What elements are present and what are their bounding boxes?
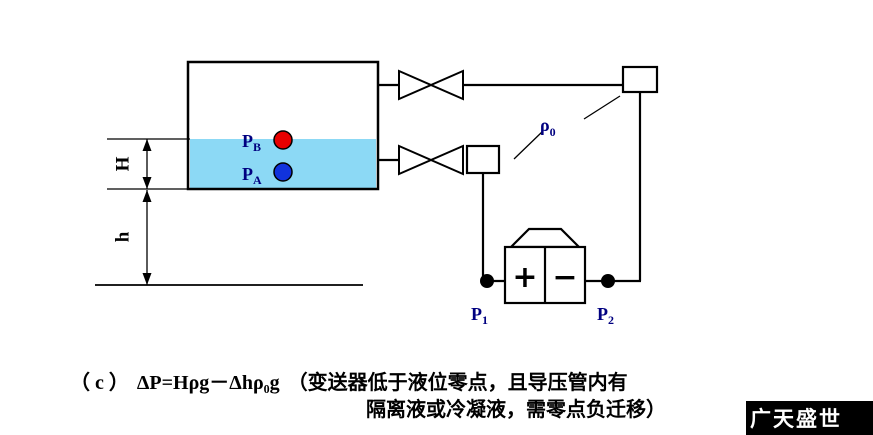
dim-H-arrow-down: [142, 177, 152, 189]
tank: [186, 60, 380, 191]
dim-h-arrow-up: [142, 190, 152, 202]
transmitter-minus-sign: −: [552, 260, 577, 295]
rho-leader-left: [513, 130, 544, 160]
valve-mid-icon: [428, 144, 464, 176]
point-a-marker: [273, 162, 293, 182]
label-p2: P2: [597, 304, 614, 327]
tap-p2-dot: [601, 274, 615, 288]
transmitter-cap: [508, 227, 582, 249]
tap-p1-dot: [480, 274, 494, 288]
condensate-pot-top: [621, 65, 659, 94]
dim-H-arrow-up: [142, 139, 152, 151]
rho-leader-right: [583, 95, 621, 120]
valve-top-icon: [398, 69, 434, 101]
label-pa: PA: [242, 164, 262, 187]
watermark: 广天盛世: [746, 401, 873, 435]
dim-H-label: H: [112, 156, 133, 171]
dim-h-arrow-down: [142, 273, 152, 285]
caption-line-2: 隔离液或冷凝液，需零点负迁移）: [366, 399, 666, 421]
caption-index: （ c ）: [70, 372, 129, 394]
caption-note-part1: （变送器低于液位零点，且导压管内有: [287, 372, 628, 394]
point-b-marker: [273, 130, 293, 150]
valve-top-icon: [428, 69, 464, 101]
valve-mid-icon: [398, 144, 434, 176]
label-pb: PB: [242, 131, 261, 154]
condensate-pot-mid: [465, 144, 501, 175]
label-p1: P1: [471, 304, 488, 327]
label-rho0: ρ0: [540, 115, 556, 139]
dim-h-label: h: [112, 231, 133, 242]
transmitter-plus-sign: +: [512, 260, 537, 295]
caption-line-1: （ c ） ΔP=Hρg－Δhρ₀g （变送器低于液位零点，且导压管内有: [70, 366, 770, 395]
caption-formula: ΔP=Hρg－Δhρ₀g: [136, 372, 280, 394]
